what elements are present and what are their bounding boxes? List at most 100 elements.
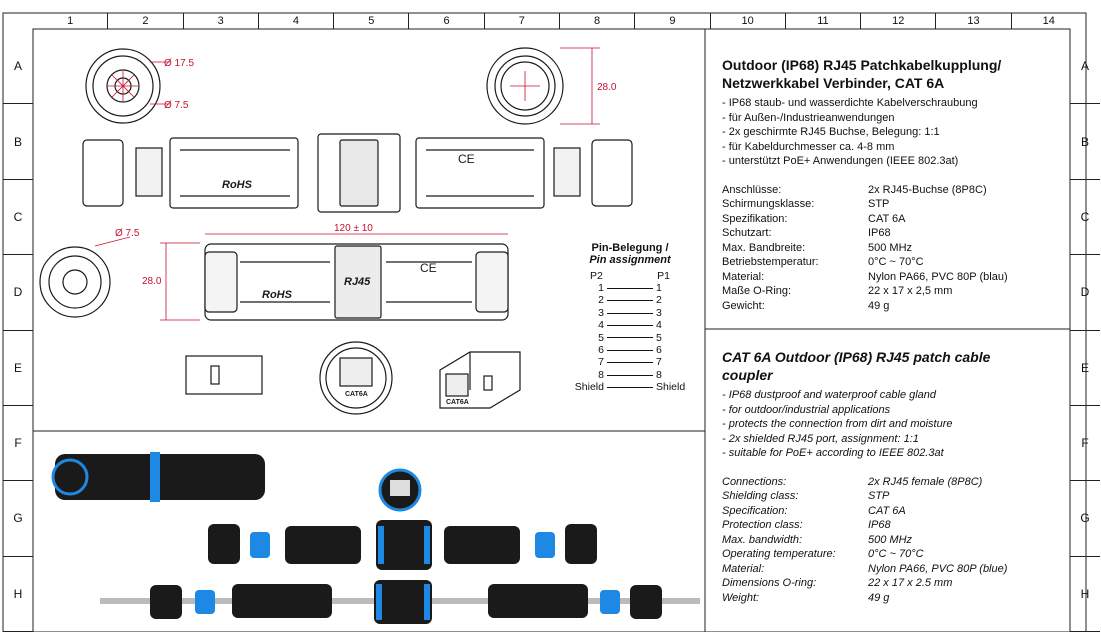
bullet-en: - IP68 dustproof and waterproof cable gl…	[722, 389, 937, 401]
pin-title-en: Pin assignment	[589, 254, 671, 266]
row-label: A	[3, 29, 33, 105]
rohs-marking-top: RoHS	[222, 179, 253, 191]
spec-row-de: Schutzart:IP68	[722, 227, 891, 239]
spec-row-en: Connections:2x RJ45 female (8P8C)	[722, 475, 983, 488]
spec-row-de: Material:Nylon PA66, PVC 80P (blau)	[722, 270, 1008, 283]
spec-row-de: Betriebstemperatur:0°C ~ 70°C	[722, 256, 924, 268]
row-label: C	[3, 180, 33, 256]
row-label: B	[3, 104, 33, 180]
title-de-line1: Outdoor (IP68) RJ45 Patchkabelkupplung/	[722, 57, 1002, 73]
spec-row-de: Schirmungsklasse:STP	[722, 198, 890, 210]
row-ruler-left: A B C D E F G H	[3, 29, 33, 632]
column-label: 13	[936, 13, 1012, 29]
row-label: D	[3, 255, 33, 331]
photo-exploded-parts	[208, 520, 597, 570]
spec-row-de: Maße O-Ring:22 x 17 x 2,5 mm	[722, 285, 953, 297]
bullet-de: - für Außen-/Industrieanwendungen	[722, 111, 895, 124]
row-label: G	[3, 481, 33, 557]
photo-coupler-assembled	[51, 452, 265, 502]
column-label: 10	[711, 13, 786, 29]
cat6a-marking-front: CAT6A	[345, 391, 368, 398]
row-label: H	[1070, 557, 1100, 632]
row-label: C	[1070, 180, 1100, 256]
pin-title: Pin-Belegung /	[591, 242, 669, 254]
spec-row-de: Spezifikation:CAT 6A	[722, 212, 906, 225]
dim-120-label: 120 ± 10	[334, 223, 373, 234]
spec-row-en: Protection class:IP68	[722, 519, 891, 531]
title-de-line2: Netzwerkkabel Verbinder, CAT 6A	[722, 75, 945, 91]
row-label: G	[1070, 481, 1100, 557]
bullet-en: - protects the connection from dirt and …	[722, 418, 953, 430]
spec-de: Outdoor (IP68) RJ45 Patchkabelkupplung/ …	[722, 56, 1008, 313]
dia-7-5-side-label: Ø 7.5	[115, 228, 140, 239]
end-view-nut	[486, 47, 564, 125]
ce-marking-side: CE	[420, 261, 437, 275]
cat6a-marking-iso: CAT6A	[446, 399, 469, 406]
bullet-de: - für Kabeldurchmesser ca. 4-8 mm	[722, 140, 895, 153]
view-port-front	[319, 341, 393, 415]
spec-row-en: Max. bandwidth:500 MHz	[722, 533, 913, 546]
spec-en: CAT 6A Outdoor (IP68) RJ45 patch cable c…	[722, 348, 1007, 605]
technical-drawing: Ø 17.5 Ø 7.5 28.0 RoHS CE Ø 7.5 120 ± 1	[39, 47, 700, 624]
exploded-side-view	[82, 133, 633, 213]
dia-7-5-top-label: Ø 7.5	[164, 100, 189, 111]
column-label: 12	[861, 13, 937, 29]
column-label: 11	[786, 13, 862, 29]
column-label: 3	[184, 13, 259, 29]
row-ruler-right: A B C D E F G H	[1070, 29, 1100, 632]
end-view-side	[39, 246, 111, 318]
photo-port-closeup	[378, 468, 422, 512]
row-label: B	[1070, 104, 1100, 180]
column-label: 2	[108, 13, 184, 29]
spec-row-en: Operating temperature:0°C ~ 70°C	[722, 548, 924, 560]
row-label: D	[1070, 255, 1100, 331]
row-label: E	[3, 331, 33, 406]
spec-row-de: Anschlüsse:2x RJ45-Buchse (8P8C)	[722, 183, 987, 196]
bullet-de: - unterstützt PoE+ Anwendungen (IEEE 802…	[722, 155, 959, 167]
bullet-de: - 2x geschirmte RJ45 Buchse, Belegung: 1…	[722, 126, 940, 138]
pin-col-left: P2	[590, 270, 603, 282]
spec-row-en: Specification:CAT 6A	[722, 504, 906, 517]
column-label: 9	[635, 13, 711, 29]
bullet-de: - IP68 staub- und wasserdichte Kabelvers…	[722, 97, 978, 109]
title-en-line2: coupler	[722, 367, 773, 383]
row-label: H	[3, 557, 33, 632]
rohs-marking-side: RoHS	[262, 289, 293, 301]
column-label: 7	[485, 13, 560, 29]
bullet-en: - for outdoor/industrial applications	[722, 403, 891, 416]
bullet-en: - 2x shielded RJ45 port, assignment: 1:1	[722, 432, 919, 445]
dim-28-top-label: 28.0	[597, 82, 617, 93]
spec-row-en: Material:Nylon PA66, PVC 80P (blue)	[722, 562, 1008, 575]
dia-17-5-label: Ø 17.5	[164, 58, 194, 69]
row-label: E	[1070, 331, 1100, 406]
view-plug-side	[185, 355, 263, 395]
bullet-en: - suitable for PoE+ according to IEEE 80…	[722, 447, 944, 459]
spec-row-en: Dimensions O-ring:22 x 17 x 2.5 mm	[722, 577, 953, 589]
title-en-line1: CAT 6A Outdoor (IP68) RJ45 patch cable	[722, 349, 991, 365]
spec-row-en: Shielding class:STP	[722, 490, 890, 502]
column-label: 1	[33, 13, 109, 29]
view-coupler-iso	[439, 351, 521, 409]
end-view-cable-gland	[85, 48, 161, 124]
column-label: 5	[334, 13, 410, 29]
row-label: F	[1070, 406, 1100, 482]
column-label: 6	[409, 13, 485, 29]
column-label: 4	[259, 13, 335, 29]
spec-row-de: Max. Bandbreite:500 MHz	[722, 241, 913, 254]
photo-with-cables	[100, 580, 700, 624]
spec-row-de: Gewicht:49 g	[722, 299, 890, 312]
column-label: 14	[1042, 15, 1055, 27]
ce-marking-top: CE	[458, 152, 475, 166]
row-label: F	[3, 406, 33, 482]
row-label: A	[1070, 29, 1100, 105]
